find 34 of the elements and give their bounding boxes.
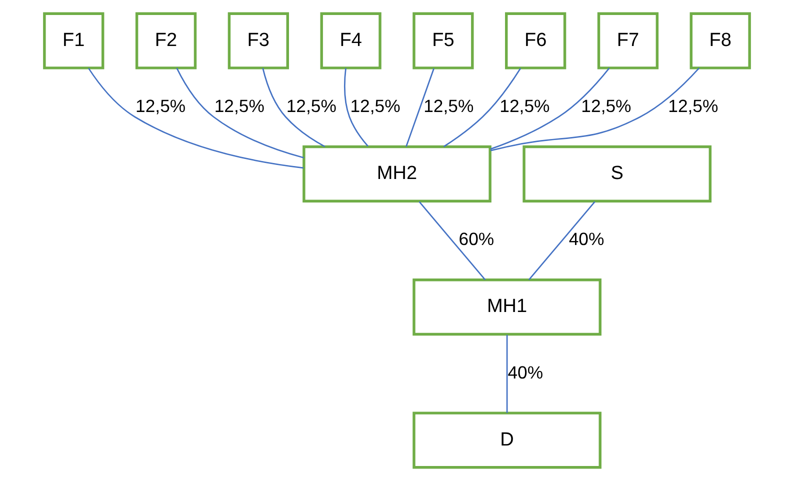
connector bbox=[87, 68, 304, 169]
edge-label: 12,5% bbox=[135, 96, 186, 116]
connector bbox=[405, 68, 434, 147]
edge-label: 12,5% bbox=[423, 96, 474, 116]
node-box: F2 bbox=[134, 12, 196, 70]
connector bbox=[528, 201, 595, 280]
node-box: MH1 bbox=[412, 278, 601, 336]
node-box: MH2 bbox=[302, 145, 491, 202]
connector bbox=[490, 68, 700, 152]
edge-label: 12,5% bbox=[580, 96, 631, 116]
connector bbox=[506, 334, 508, 413]
connector bbox=[442, 68, 521, 148]
node-box: F8 bbox=[689, 12, 750, 70]
edge-label: 12,5% bbox=[350, 96, 400, 116]
node-box: F6 bbox=[504, 12, 566, 70]
edge-label: 12,5% bbox=[214, 96, 264, 116]
connector bbox=[344, 68, 368, 147]
edge-label: 40% bbox=[507, 362, 543, 382]
node-box: F4 bbox=[320, 12, 381, 70]
node-box: F7 bbox=[596, 12, 658, 70]
edge-label: 60% bbox=[458, 229, 494, 250]
connector bbox=[262, 68, 325, 148]
connector bbox=[418, 201, 486, 280]
edge-label: 12,5% bbox=[499, 96, 550, 116]
node-box: F1 bbox=[42, 12, 104, 70]
node-box: D bbox=[412, 412, 601, 469]
node-box: S bbox=[522, 145, 712, 202]
node-box: F5 bbox=[412, 12, 474, 70]
edge-label: 40% bbox=[568, 229, 604, 250]
connector bbox=[176, 68, 304, 158]
edge-label: 12,5% bbox=[286, 96, 336, 116]
connector bbox=[490, 68, 610, 150]
edge-label: 12,5% bbox=[668, 96, 718, 116]
node-box: F3 bbox=[227, 12, 288, 70]
